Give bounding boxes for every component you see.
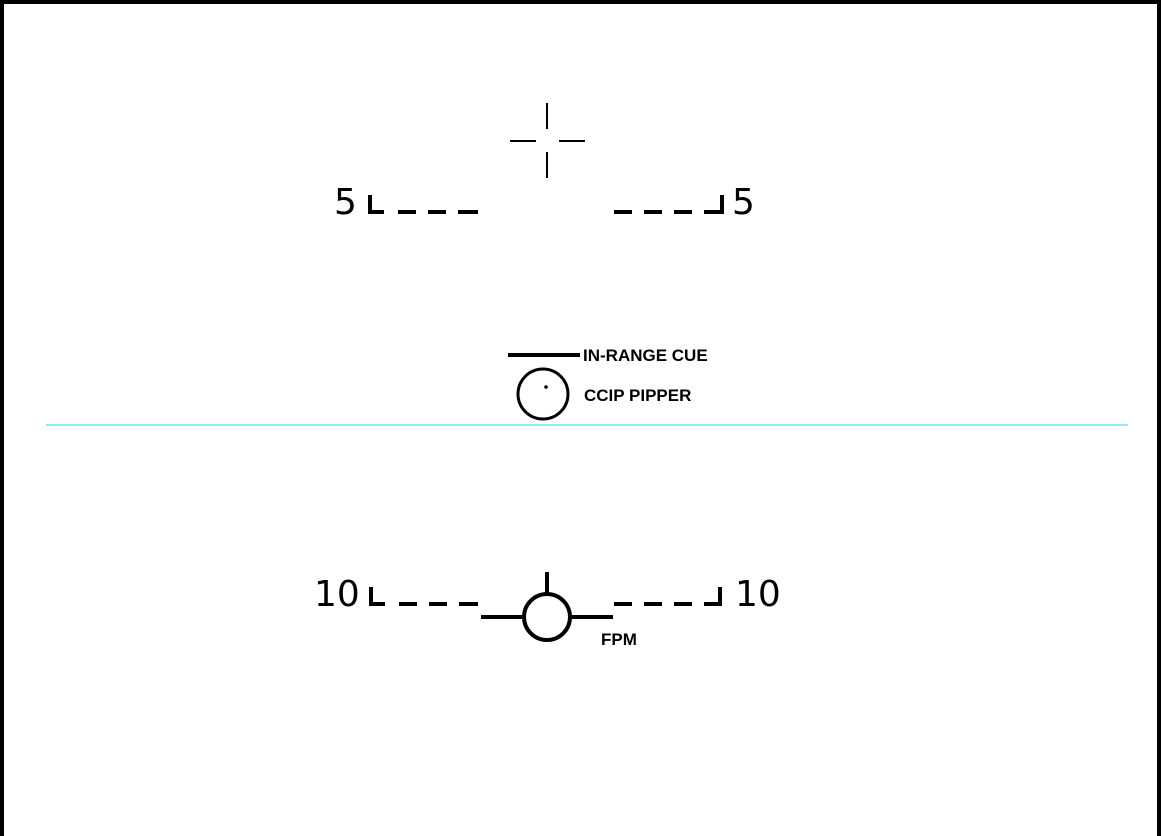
fpm-label: FPM <box>601 630 637 649</box>
in-range-cue-label: IN-RANGE CUE <box>583 346 708 365</box>
pitch-ladder-10: 10 10 <box>314 574 781 615</box>
ccip-pipper-label: CCIP PIPPER <box>584 386 691 405</box>
pitch-ladder-5-left-label: 5 <box>334 182 357 223</box>
ccip-pipper-icon <box>516 367 570 421</box>
pitch-ladder-5-right-label: 5 <box>732 182 755 223</box>
pitch-ladder-10-right-label: 10 <box>735 574 781 615</box>
pitch-ladder-10-left-label: 10 <box>314 574 360 615</box>
flight-path-marker-icon <box>481 572 613 642</box>
pitch-ladder-5: 5 5 <box>334 182 755 223</box>
gun-cross-icon <box>510 103 585 178</box>
